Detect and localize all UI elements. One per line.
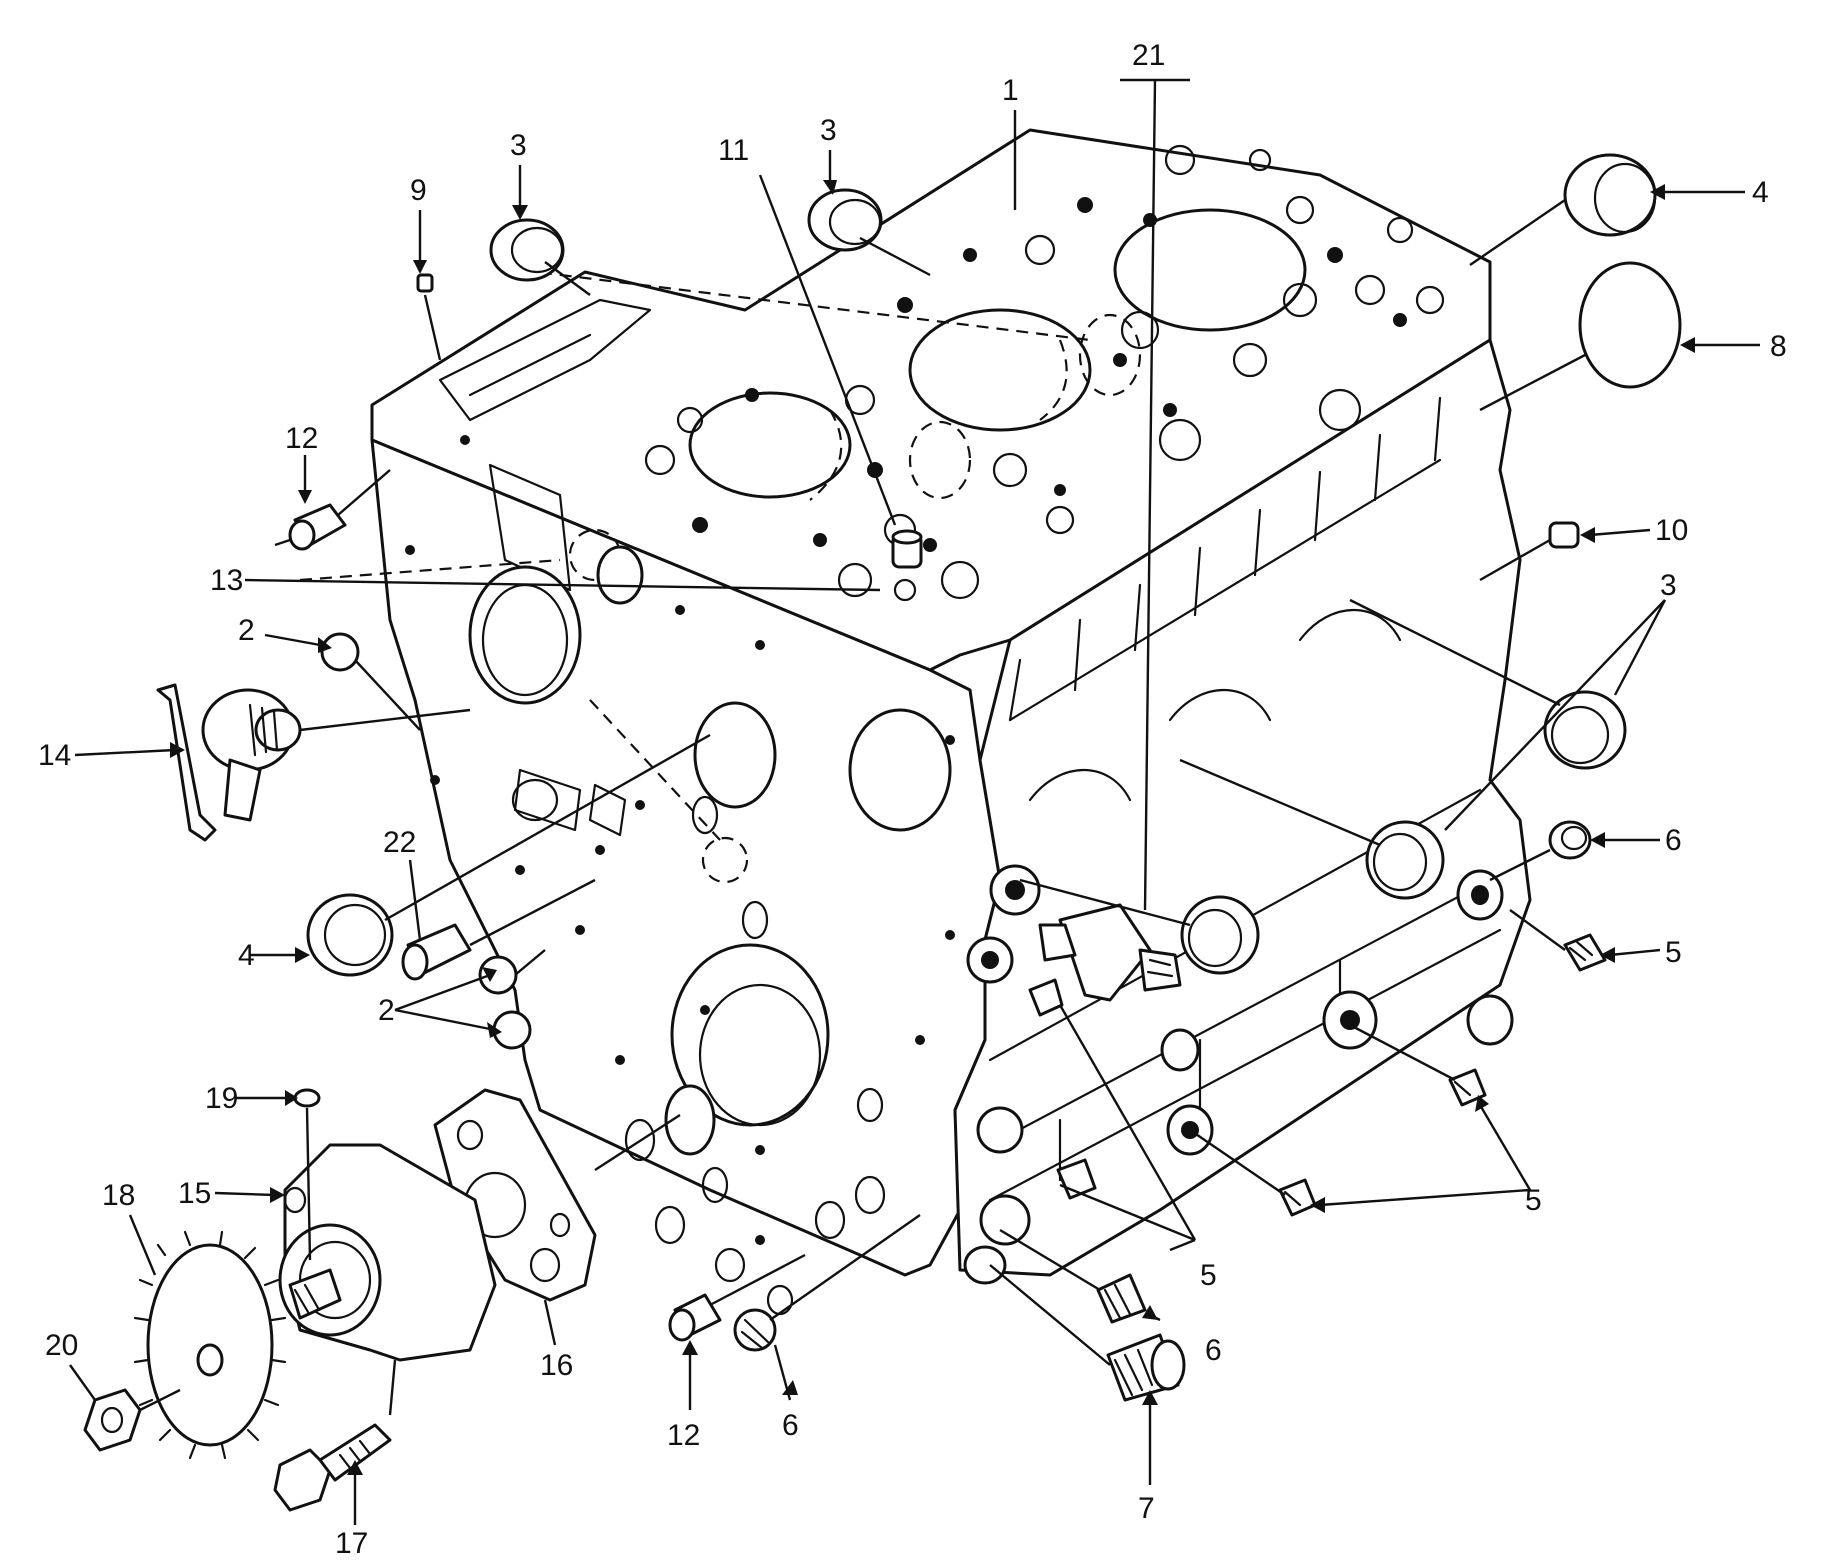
callout-19: 19 <box>205 1082 238 1115</box>
sleeve-22 <box>401 923 472 981</box>
valve-14 <box>156 683 302 842</box>
expansion-plug-3-top-center <box>807 188 883 252</box>
setscrew-5-lower-right <box>1278 1178 1317 1217</box>
callout-3-top-left: 3 <box>510 129 527 162</box>
bearing-3-a <box>1543 690 1627 770</box>
callout-22: 22 <box>383 826 416 859</box>
callout-13: 13 <box>210 564 243 597</box>
setscrew-5-right <box>1563 933 1607 972</box>
callout-21: 21 <box>1132 39 1165 72</box>
bearing-3-c <box>1180 895 1260 975</box>
callout-8: 8 <box>1770 330 1787 363</box>
plug-4-top-right <box>1563 153 1657 237</box>
pin-9 <box>416 273 434 293</box>
seal-4-left <box>306 893 394 977</box>
callout-15: 15 <box>178 1177 211 1210</box>
plug-2-lower-a <box>478 955 518 995</box>
callout-14: 14 <box>38 739 71 772</box>
callout-5-lower-right: 5 <box>1525 1184 1542 1217</box>
callout-3-right: 3 <box>1660 569 1677 602</box>
callout-5-center: 5 <box>1200 1259 1217 1292</box>
setscrew-5-mid <box>1028 978 1064 1017</box>
callout-4-top-right: 4 <box>1752 176 1769 209</box>
dowel-12-bottom <box>668 1293 722 1342</box>
leader-lines <box>69 78 1760 1525</box>
plug-2-left <box>320 632 360 672</box>
expansion-plug-3-top-left <box>489 218 565 282</box>
callout-16: 16 <box>540 1349 573 1382</box>
dowel-11 <box>891 529 923 569</box>
callout-6-bottom: 6 <box>782 1409 799 1442</box>
gear-18 <box>133 1230 287 1460</box>
callout-2-lower: 2 <box>378 994 395 1027</box>
plug-2-lower-b <box>492 1010 532 1050</box>
bearing-3-b <box>1365 820 1445 900</box>
callout-labels: 1 21 3 3 11 9 4 8 12 13 10 3 2 14 22 6 4… <box>38 39 1787 1560</box>
dowel-12-left <box>288 503 347 551</box>
callout-2-left: 2 <box>238 614 255 647</box>
callout-6-right: 6 <box>1665 824 1682 857</box>
bolt-17 <box>273 1423 392 1512</box>
callout-17: 17 <box>335 1527 368 1560</box>
plug-6-bottom-center <box>1096 1273 1147 1324</box>
callout-4-left: 4 <box>238 939 255 972</box>
callout-9: 9 <box>410 174 427 207</box>
plug-6-right <box>1548 820 1592 860</box>
callout-11: 11 <box>718 134 749 167</box>
gasket-8 <box>1578 261 1682 389</box>
plug-10 <box>1548 521 1580 549</box>
callout-1: 1 <box>1002 74 1019 107</box>
callout-18: 18 <box>102 1179 135 1212</box>
callout-6-center: 6 <box>1205 1334 1222 1367</box>
plug-6-bottom-left <box>733 1308 777 1352</box>
pressure-switch-21 <box>1038 903 1182 1002</box>
callout-5-right: 5 <box>1665 936 1682 969</box>
key-19 <box>293 1088 321 1108</box>
setscrew-5-upper-right <box>1448 1068 1487 1107</box>
nut-20 <box>83 1388 142 1452</box>
cylinder-block <box>299 128 1532 1316</box>
oil-pump-15 <box>278 1143 497 1362</box>
callout-12-bottom: 12 <box>667 1419 700 1452</box>
drain-plug-7 <box>1106 1333 1186 1402</box>
callout-12-left: 12 <box>285 422 318 455</box>
callout-20: 20 <box>45 1329 78 1362</box>
callout-7: 7 <box>1138 1492 1155 1525</box>
callout-3-top-center: 3 <box>820 114 837 147</box>
callout-10: 10 <box>1655 514 1688 547</box>
